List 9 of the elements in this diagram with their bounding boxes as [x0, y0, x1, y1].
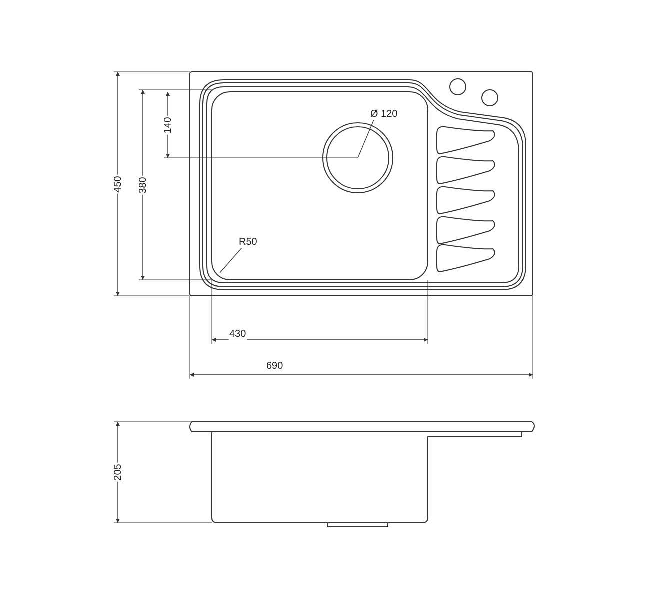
dimension-label: 380	[137, 176, 148, 194]
dimension-label: 205	[112, 462, 124, 482]
dimension-label: 690	[266, 360, 284, 372]
dimension-label: 430	[228, 328, 248, 340]
leader-line	[220, 248, 242, 274]
dimension-label: 450	[112, 174, 124, 194]
callout-label: Ø 120	[370, 108, 399, 120]
callout-label: R50	[238, 236, 258, 248]
dimension-label: 140	[162, 116, 174, 134]
